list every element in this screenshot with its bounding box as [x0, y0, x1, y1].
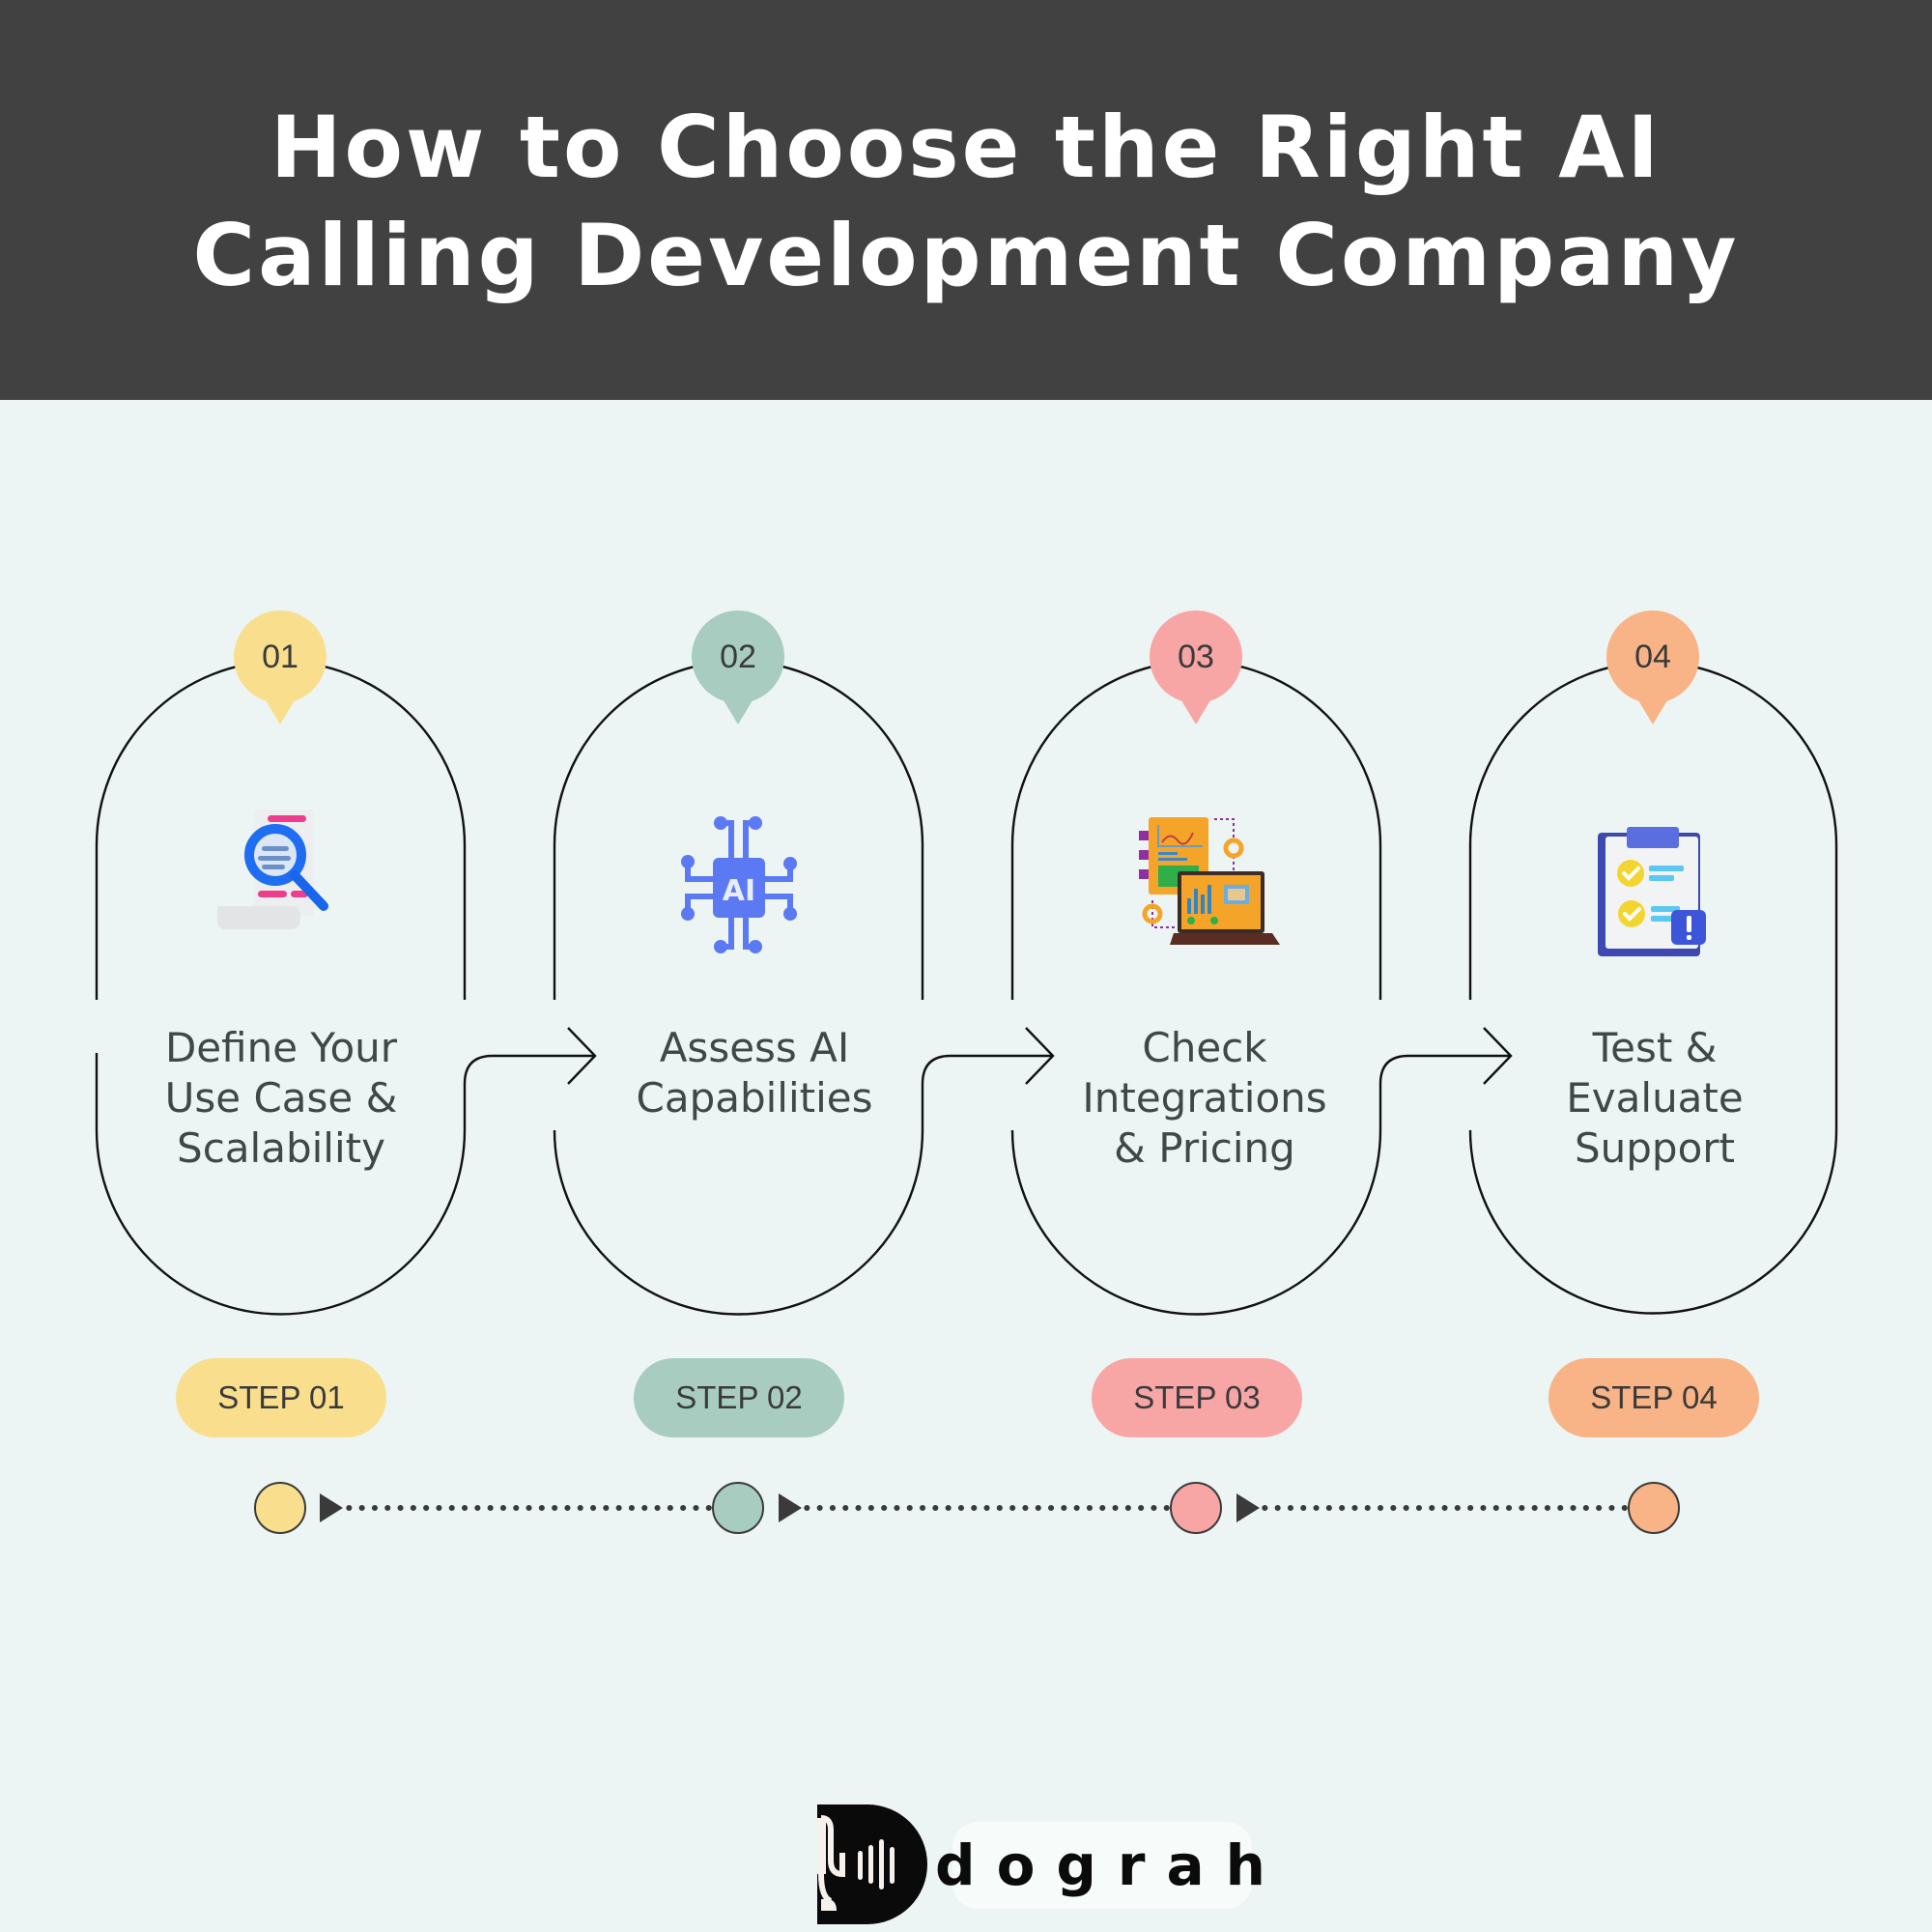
- step-title-line: Evaluate: [1566, 1074, 1744, 1122]
- step-title-4: Test & Evaluate Support: [1510, 1023, 1800, 1174]
- step-number-pin-2: 02: [692, 611, 784, 703]
- logo-wordmark: dograh: [935, 1822, 1265, 1909]
- timeline-node-1: [254, 1482, 306, 1534]
- step-number-pin-3: 03: [1150, 611, 1242, 703]
- timeline-node-3: [1170, 1482, 1222, 1534]
- step-title-2: Assess AI Capabilities: [610, 1023, 899, 1123]
- header-banner: How to Choose the Right AI Calling Devel…: [0, 0, 1932, 400]
- card-outline-2-bottom: [553, 1111, 924, 1316]
- step-title-line: Scalability: [177, 1124, 385, 1172]
- step-number: 03: [1178, 638, 1214, 675]
- step-title-1: Define Your Use Case & Scalability: [136, 1023, 426, 1174]
- integration-dashboard-icon: [1135, 811, 1280, 956]
- svg-text:AI: AI: [723, 874, 755, 908]
- connector-arrow-3: [1378, 1027, 1513, 1111]
- step-title-line: & Pricing: [1114, 1124, 1295, 1172]
- timeline-arrow-2: [779, 1493, 802, 1522]
- title-line-1: How to Choose the Right AI: [270, 98, 1662, 197]
- title-line-2: Calling Development Company: [192, 206, 1740, 305]
- step-number-pin-1: 01: [234, 611, 327, 703]
- clipboard-checklist-icon: [1584, 821, 1729, 966]
- ai-chip-icon: AI: [667, 811, 811, 956]
- timeline-arrow-1: [320, 1493, 343, 1522]
- step-number-pin-4: 04: [1606, 611, 1699, 703]
- brand-logo: dograh: [817, 1804, 1265, 1926]
- card-outline-4: [1468, 661, 1838, 1315]
- step-badge-4: STEP 04: [1548, 1358, 1759, 1437]
- step-title-line: Use Case &: [164, 1074, 398, 1122]
- step-title-line: Test &: [1592, 1024, 1718, 1071]
- connector-arrow-2: [921, 1027, 1055, 1111]
- step-title-line: Define Your: [164, 1024, 398, 1071]
- step-number: 04: [1634, 638, 1671, 675]
- step-title-line: Capabilities: [636, 1074, 873, 1122]
- step-title-line: Support: [1574, 1124, 1736, 1172]
- step-title-line: Assess AI: [659, 1024, 850, 1071]
- page-title: How to Choose the Right AI Calling Devel…: [193, 90, 1740, 310]
- timeline-node-4: [1628, 1482, 1680, 1534]
- connector-arrow-1: [463, 1027, 597, 1111]
- step-number: 01: [262, 638, 298, 675]
- step-number: 02: [720, 638, 756, 675]
- step-title-3: Check Integrations & Pricing: [1060, 1023, 1350, 1174]
- document-search-icon: [208, 800, 353, 945]
- step-badge-2: STEP 02: [634, 1358, 844, 1437]
- timeline-node-2: [712, 1482, 764, 1534]
- step-badge-1: STEP 01: [176, 1358, 386, 1437]
- step-title-line: Integrations: [1082, 1074, 1327, 1122]
- step-title-line: Check: [1142, 1024, 1267, 1071]
- step-badge-3: STEP 03: [1092, 1358, 1302, 1437]
- microphone-soundwave-d-icon: [817, 1804, 927, 1924]
- timeline-arrow-3: [1236, 1493, 1260, 1522]
